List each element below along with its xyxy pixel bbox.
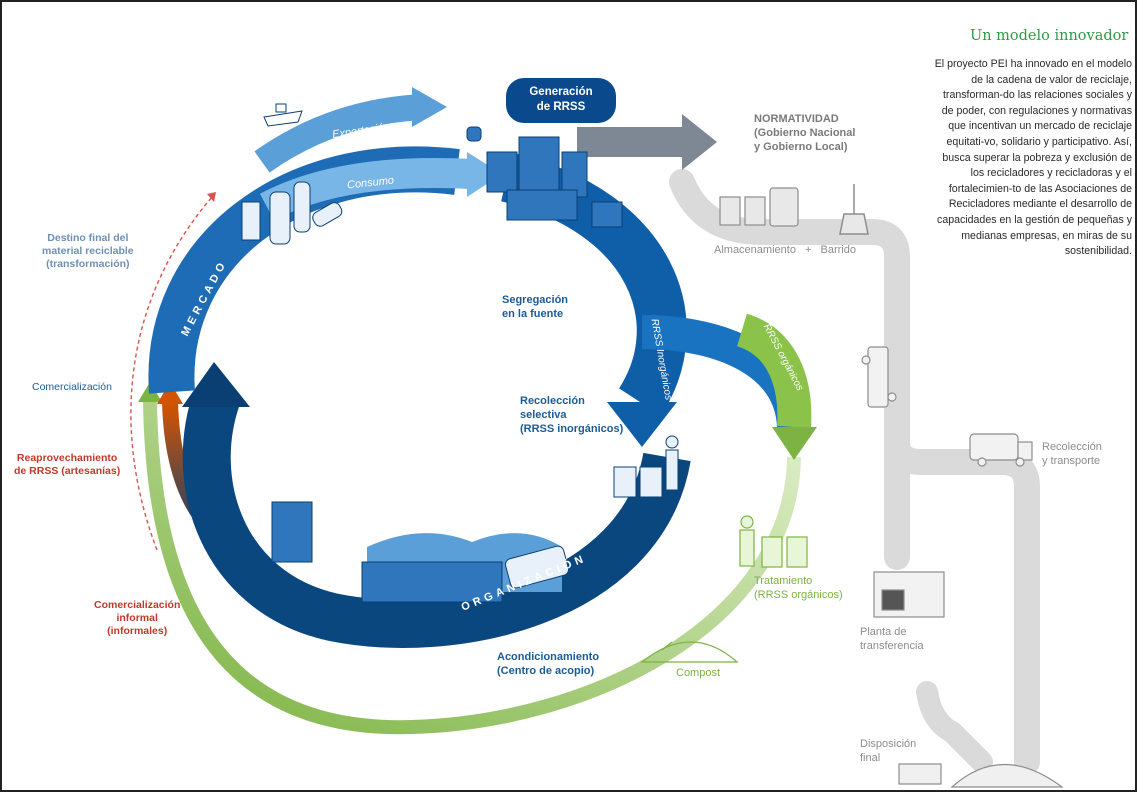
informal-line2: informal [116,612,158,624]
disposicion-line1: Disposición [860,738,917,750]
reaprovechamiento-line1: Reaprovechamiento [16,452,118,464]
reaprovechamiento-line2: de RRSS (artesanías) [14,465,121,477]
acondicionamiento-line2: (Centro de acopio) [497,665,595,677]
segregacion-line1: Segregación [502,294,569,306]
planta-transferencia-label: Planta de transferencia [860,625,924,653]
organic-loop [143,396,801,735]
disposicion-final-label: Disposición final [860,737,916,765]
side-body: El proyecto PEI ha innovado en el modelo… [934,58,1132,258]
warehouse-icon [271,501,570,603]
broom-icon [839,184,869,235]
transfer-plant-icon [873,571,945,618]
normatividad-line3: y Gobierno Local) [754,141,848,153]
tratamiento-line2: (RRSS orgánicos) [754,589,843,601]
comercializacion-informal-label: Comercialización informal (informales) [94,599,180,638]
planta-line2: transferencia [860,640,924,652]
recoleccion-line2: selectiva [520,409,567,421]
comercializacion-label: Comercialización [32,381,112,393]
municipal-flow-lane [669,169,1040,775]
city-buildings-icon [466,126,623,228]
compost-pile-icon [640,641,739,663]
segregacion-line2: en la fuente [502,308,564,320]
recoleccion-t-line1: Recolección [1042,441,1102,453]
garbage-truck-icon [969,433,1033,467]
destino-arrowhead [207,192,216,202]
normatividad-arrow [577,114,717,170]
exportacion-arrow [254,94,423,173]
tratamiento-label: Tratamiento (RRSS orgánicos) [754,574,843,602]
destino-final-label: Destino final del material reciclable (t… [42,232,134,271]
exportacion-arrowhead [412,87,447,127]
disposicion-line2: final [860,752,881,764]
normatividad-line1: NORMATIVIDAD [754,113,839,125]
reaprovechamiento-label: Reaprovechamiento de RRSS (artesanías) [14,452,120,478]
acondicionamiento-label: Acondicionamiento (Centro de acopio) [497,650,599,678]
artisan-arrowhead [157,382,183,404]
generacion-badge: Generación de RRSS [506,78,616,123]
compost-label: Compost [676,667,721,679]
tratamiento-line1: Tratamiento [754,575,813,587]
landfill-icon [898,763,1064,788]
organic-bins-icon [739,515,808,568]
recoleccion-line3: (RRSS inorgánicos) [520,423,624,435]
recoleccion-transporte-label: Recolección y transporte [1042,440,1102,468]
informal-line1: Comercialización [94,599,181,611]
destino-dashed-line [130,196,213,551]
organic-branch-green [736,313,812,429]
destino-line1: Destino final del [47,232,129,244]
normatividad-label: NORMATIVIDAD (Gobierno Nacional y Gobier… [754,112,855,154]
segregacion-label: Segregación en la fuente [502,293,568,321]
consumo-arrowhead [467,152,502,197]
trash-bins-icon [719,187,799,227]
organic-arrowhead [772,427,817,460]
ring-arrowhead-down [607,402,677,447]
acondicionamiento-line1: Acondicionamiento [497,651,600,663]
bottles-icon [241,181,343,245]
recycling-worker-icon [613,435,679,498]
normatividad-line2: (Gobierno Nacional [754,127,856,139]
recoleccion-t-line2: y transporte [1042,455,1101,467]
generacion-line1: Generación [529,86,593,98]
pickup-truck-icon [861,346,897,408]
ring-arrowhead-up [182,362,250,407]
generacion-line2: de RRSS [536,101,586,113]
ring-segment-bottom [182,389,691,648]
ship-icon [263,103,303,127]
almacenamiento-barrido-label: Almacenamiento + Barrido [714,243,856,257]
destino-line2: material reciclable [42,245,134,257]
recoleccion-line1: Recolección [520,395,585,407]
almacenamiento-text: Almacenamiento [714,244,796,256]
plus-sign: + [805,244,812,256]
destino-line3: (transformación) [46,258,130,270]
planta-line1: Planta de [860,626,907,638]
informal-line3: (informales) [107,625,168,637]
barrido-text: Barrido [820,244,856,256]
recoleccion-selectiva-label: Recolección selectiva (RRSS inorgánicos) [520,394,623,436]
side-title: Un modelo innovador [970,28,1129,44]
